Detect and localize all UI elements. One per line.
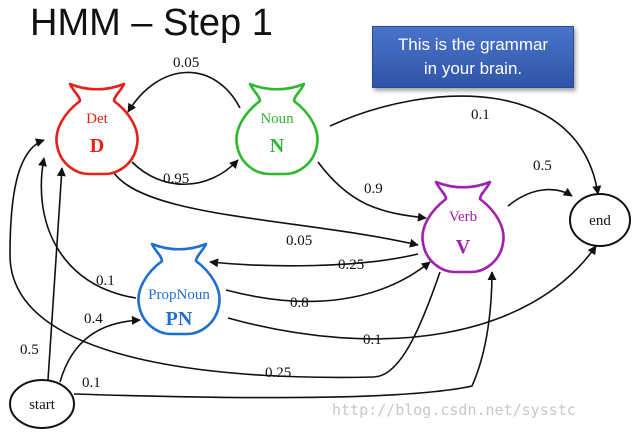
- prob-label-propnoun-end: 0.1: [363, 332, 382, 348]
- state-start-circle: [9, 379, 75, 429]
- edge-start-propnoun: [59, 315, 141, 383]
- edge-start-det: [47, 167, 66, 381]
- edge-propnoun-end: [227, 245, 597, 340]
- edge-det-verb: [111, 169, 419, 248]
- edge-noun-end: [329, 95, 602, 195]
- state-start-label: start: [29, 397, 56, 413]
- edge-verb-propnoun: [209, 253, 419, 268]
- state-noun-abbr: N: [270, 135, 285, 157]
- callout-line-2: in your brain.: [423, 59, 523, 78]
- callout-box: This is the grammar in your brain.: [372, 26, 574, 88]
- prob-label-start-verb: 0.1: [82, 375, 101, 391]
- state-end: end: [569, 193, 631, 247]
- state-verb: Verb V: [421, 180, 505, 274]
- urn-verb-shape: [421, 180, 505, 274]
- prob-label-verb-end: 0.5: [533, 158, 552, 174]
- edge-det-noun: [131, 159, 239, 186]
- state-end-circle: [569, 193, 631, 247]
- state-noun-name: Noun: [260, 111, 294, 127]
- prob-label-det-verb: 0.05: [286, 233, 312, 249]
- urn-det-shape: [55, 82, 139, 176]
- state-propnoun-name: PropNoun: [148, 287, 210, 303]
- callout-line-1: This is the grammar: [397, 35, 549, 54]
- prob-label-det-noun: 0.95: [163, 171, 189, 187]
- urn-noun-shape: [235, 82, 319, 176]
- prob-label-noun-verb: 0.9: [364, 181, 383, 197]
- prob-label-noun-end: 0.1: [471, 107, 490, 123]
- state-det-name: Det: [86, 111, 108, 127]
- state-noun: Noun N: [235, 82, 319, 176]
- edge-start-verb: [73, 271, 497, 399]
- state-start: start: [9, 379, 75, 429]
- state-propnoun: PropNoun PN: [137, 242, 221, 336]
- prob-label-start-det: 0.5: [20, 342, 39, 358]
- state-det-abbr: D: [90, 135, 104, 157]
- prob-label-propnoun-det: 0.1: [96, 273, 115, 289]
- urn-propnoun-shape: [137, 242, 221, 336]
- edge-propnoun-verb: [225, 261, 431, 303]
- state-det: Det D: [55, 82, 139, 176]
- prob-label-verb-det: 0.25: [265, 365, 291, 381]
- prob-label-noun-det: 0.05: [173, 55, 199, 71]
- state-end-label: end: [589, 213, 611, 229]
- state-verb-name: Verb: [449, 209, 477, 225]
- prob-label-verb-propnoun: 0.25: [338, 257, 364, 273]
- edge-verb-det: [9, 138, 441, 379]
- page-title: HMM – Step 1: [30, 2, 273, 44]
- edge-noun-verb: [317, 161, 427, 222]
- watermark-url: http://blog.csdn.net/sysstc: [332, 401, 576, 419]
- transition-labels: 0.05 0.95 0.1 0.9 0.05 0.5 0.25 0.1 0.8 …: [20, 55, 552, 391]
- prob-label-start-propnoun: 0.4: [84, 311, 103, 327]
- edge-noun-det: [127, 71, 241, 113]
- edge-verb-end: [507, 187, 573, 207]
- prob-label-propnoun-verb: 0.8: [290, 295, 309, 311]
- state-propnoun-abbr: PN: [166, 308, 193, 330]
- state-verb-abbr: V: [456, 236, 471, 258]
